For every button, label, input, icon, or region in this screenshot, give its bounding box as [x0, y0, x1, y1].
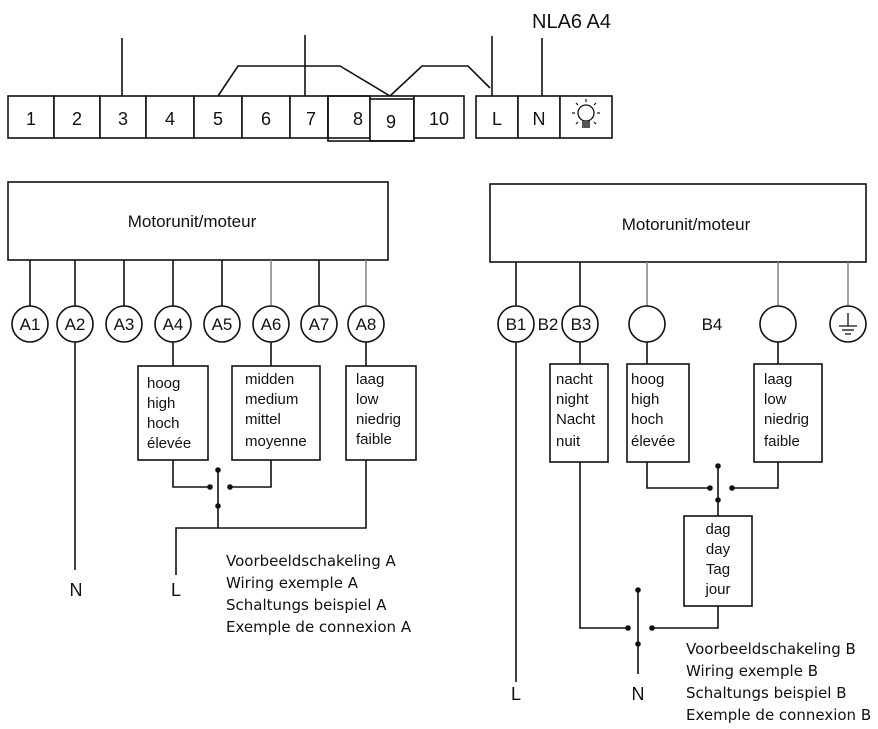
- terminal-b3-label: B3: [571, 315, 592, 334]
- terminal-a3-label: A3: [114, 315, 135, 334]
- speed-low-b-line3: niedrig: [764, 411, 809, 428]
- terminal-a5-label: A5: [212, 315, 233, 334]
- speed-high-b-line4: élevée: [631, 433, 675, 450]
- speed-low-a-line4: faible: [356, 431, 392, 448]
- live-label-a: L: [171, 580, 181, 600]
- terminal-5-label: 5: [213, 109, 223, 129]
- terminal-a1-label: A1: [20, 315, 41, 334]
- terminal-b2-label: B2: [538, 315, 559, 334]
- speed-medium-box-a: [231, 365, 321, 461]
- speed-high-b-line1: hoog: [631, 371, 664, 388]
- speed-high-b-line2: high: [631, 391, 659, 408]
- caption-a-line2: Wiring exemple A: [226, 574, 359, 592]
- speed-low-box-a: [345, 365, 417, 461]
- terminal-L-label: L: [492, 109, 502, 129]
- caption-a-line3: Schaltungs beispiel A: [226, 596, 387, 614]
- speed-low-a-line3: niedrig: [356, 411, 401, 428]
- speed-high-a-line4: élevée: [147, 435, 191, 452]
- speed-high-a-line1: hoog: [147, 375, 180, 392]
- terminal-strip: NLA6 A4 1 2 3 4 5 6 7 8 9 10: [7, 11, 613, 142]
- night-b-line2: night: [556, 391, 589, 408]
- neutral-label-b: N: [632, 684, 645, 704]
- caption-b-line2: Wiring exemple B: [686, 662, 818, 680]
- terminal-8-label: 8: [353, 109, 363, 129]
- speed-high-b-line3: hoch: [631, 411, 664, 428]
- motor-unit-a: [7, 181, 389, 261]
- caption-b-line1: Voorbeeldschakeling B: [686, 640, 856, 658]
- speed-low-a-line2: low: [356, 391, 379, 408]
- terminal-a7-label: A7: [309, 315, 330, 334]
- terminal-6-label: 6: [261, 109, 271, 129]
- motor-unit-b: [489, 183, 867, 263]
- live-label-b: L: [511, 684, 521, 704]
- caption-a-line4: Exemple de connexion A: [226, 618, 412, 636]
- night-box-b: [549, 363, 609, 463]
- speed-medium-a-line3: mittel: [245, 411, 281, 428]
- terminal-b1-label: B1: [506, 315, 527, 334]
- speed-low-a-line1: laag: [356, 371, 384, 388]
- speed-low-box-b: [753, 363, 823, 463]
- motor-unit-a-label: Motorunit/moteur: [128, 212, 257, 231]
- speed-low-b-line1: laag: [764, 371, 792, 388]
- scheme-b: Motorunit/moteur B1 B2 B3 B4 nacht ni: [489, 183, 871, 724]
- day-b-line1: dag: [705, 521, 730, 538]
- motor-unit-b-label: Motorunit/moteur: [622, 215, 751, 234]
- terminal-b4-label: B4: [702, 315, 723, 334]
- night-b-line3: Nacht: [556, 411, 596, 428]
- day-b-line4: jour: [704, 581, 730, 598]
- terminal-7-label: 7: [306, 109, 316, 129]
- terminal-9-label: 9: [386, 112, 396, 132]
- speed-high-a-line3: hoch: [147, 415, 180, 432]
- ground-icon: [839, 313, 857, 335]
- terminal-a8-label: A8: [356, 315, 377, 334]
- scheme-a: Motorunit/moteur A1 A2 A3 A4 A5 A6 A7 A8: [7, 181, 417, 636]
- speed-low-b-line2: low: [764, 391, 787, 408]
- terminal-a2-label: A2: [65, 315, 86, 334]
- caption-a-line1: Voorbeeldschakeling A: [226, 552, 397, 570]
- terminal-3-label: 3: [118, 109, 128, 129]
- speed-medium-a-line1: midden: [245, 371, 294, 388]
- terminal-2-label: 2: [72, 109, 82, 129]
- terminal-a6-label: A6: [261, 315, 282, 334]
- speed-medium-a-line2: medium: [245, 391, 298, 408]
- speed-medium-a-line4: moyenne: [245, 433, 307, 450]
- terminal-10-label: 10: [429, 109, 449, 129]
- speed-high-a-line2: high: [147, 395, 175, 412]
- day-b-line2: day: [706, 541, 731, 558]
- lamp-icon: [572, 99, 600, 128]
- day-b-line3: Tag: [706, 561, 730, 578]
- terminal-1-label: 1: [26, 109, 36, 129]
- speed-high-box-b: [626, 363, 690, 463]
- terminal-4-label: 4: [165, 109, 175, 129]
- night-b-line1: nacht: [556, 371, 594, 388]
- speed-low-b-line4: faible: [764, 433, 800, 450]
- caption-b-line3: Schaltungs beispiel B: [686, 684, 847, 702]
- neutral-label-a: N: [70, 580, 83, 600]
- terminal-N-label: N: [533, 109, 546, 129]
- model-label: NLA6 A4: [532, 11, 611, 33]
- night-b-line4: nuit: [556, 433, 581, 450]
- terminal-a4-label: A4: [163, 315, 184, 334]
- speed-high-box-a: [137, 365, 209, 461]
- caption-b-line4: Exemple de connexion B: [686, 706, 871, 724]
